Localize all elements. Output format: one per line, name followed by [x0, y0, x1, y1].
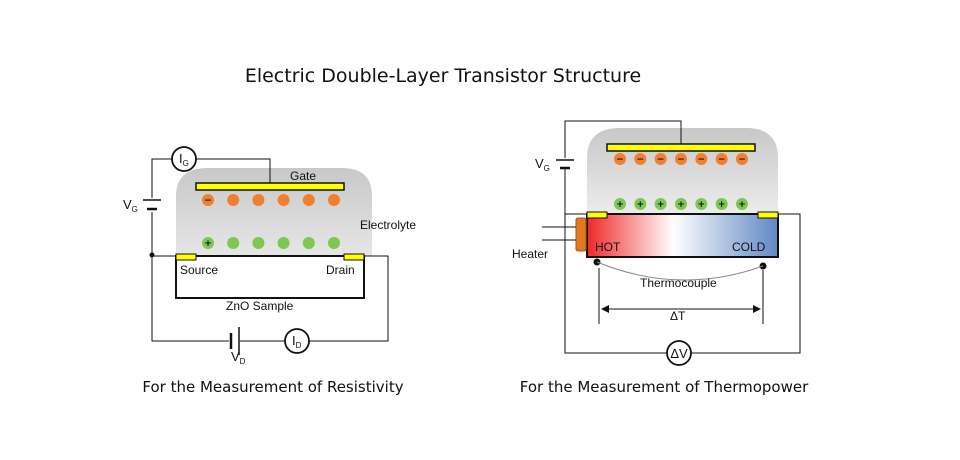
hot-electrode — [586, 211, 608, 219]
gate-electrode — [195, 182, 345, 191]
vg-label: VG — [123, 197, 138, 214]
positive-ion-sign: + — [698, 200, 706, 210]
source-electrode — [175, 253, 197, 261]
negative-ion-sign: − — [637, 155, 645, 165]
positive-ions-right: + + + + + + + — [614, 198, 748, 210]
negative-ion — [675, 153, 687, 165]
id-meter — [284, 328, 310, 354]
negative-ion — [695, 153, 708, 165]
zno-sample — [175, 255, 365, 299]
negative-ions-right: −−−−−−− — [614, 153, 748, 165]
gate-circuit-wire — [196, 158, 271, 183]
thermo-sample — [586, 213, 779, 258]
gate-label: Gate — [290, 169, 316, 183]
thermopower-diagram: − − − − − − − + + + + + + + HOT COLD Heater VG Therm… — [512, 120, 809, 396]
negative-ion-sign: − — [616, 155, 624, 165]
negative-ion — [634, 153, 647, 165]
diagram-title: Electric Double-Layer Transistor Structu… — [245, 65, 641, 87]
positive-ion — [654, 198, 667, 210]
positive-ion — [634, 198, 647, 210]
negative-ion-sign: − — [677, 155, 685, 165]
junction-dot — [149, 252, 155, 258]
positive-ion — [302, 237, 315, 249]
vd-label: VD — [231, 349, 246, 366]
positive-ion — [614, 198, 626, 210]
positive-ion-sign: + — [738, 200, 746, 210]
ig-label: IG — [179, 151, 189, 168]
heater-label: Heater — [512, 247, 548, 261]
positive-ion-sign: + — [677, 200, 685, 210]
ig-meter — [171, 146, 197, 172]
thermocouple-wire — [596, 261, 764, 281]
delta-v-meter — [666, 340, 692, 366]
negative-ion-sign: − — [718, 155, 726, 165]
negative-ion-sign: − — [204, 196, 212, 206]
thermopower-caption: For the Measurement of Thermopower — [520, 378, 809, 396]
negative-ion-sign: − — [738, 155, 746, 165]
thermocouple-label: Thermocouple — [640, 276, 717, 290]
resistivity-caption: For the Measurement of Resistivity — [142, 378, 403, 396]
gate-electrode-right — [606, 143, 756, 152]
drain-label: Drain — [326, 263, 355, 277]
positive-ion-sign: + — [637, 200, 645, 210]
resistivity-diagram: Gate − + Electrolyte Source Drain ZnO Sa… — [123, 146, 416, 396]
positive-ion-sign: + — [657, 200, 665, 210]
vg-label-right: VG — [535, 156, 550, 173]
delta-v-label: ΔV — [670, 346, 688, 361]
cold-electrode — [757, 211, 779, 219]
delta-t-label: ΔT — [670, 309, 686, 323]
positive-ion — [202, 237, 214, 249]
negative-ion — [736, 153, 748, 165]
drain-electrode — [343, 253, 365, 261]
negative-ion-sign: − — [698, 155, 706, 165]
negative-ion — [227, 194, 240, 206]
positive-ion — [695, 198, 708, 210]
positive-ion-sign: + — [616, 200, 624, 210]
negative-ion — [614, 153, 626, 165]
negative-ion-sign: − — [657, 155, 665, 165]
negative-ion — [252, 194, 265, 206]
positive-ion-sign: + — [718, 200, 726, 210]
positive-ion-sign: + — [204, 239, 212, 249]
positive-ion — [675, 198, 687, 210]
negative-ion — [654, 153, 667, 165]
electrolyte-label: Electrolyte — [360, 218, 416, 232]
positive-ion — [277, 237, 290, 249]
negative-ion — [302, 194, 315, 206]
id-label: ID — [292, 333, 302, 350]
positive-ion — [328, 237, 340, 249]
positive-ions: + — [202, 237, 340, 249]
positive-ion — [252, 237, 265, 249]
positive-ion — [227, 237, 240, 249]
negative-ion — [277, 194, 290, 206]
heater — [575, 217, 587, 252]
cold-label: COLD — [732, 240, 766, 254]
source-label: Source — [180, 263, 218, 277]
sample-label: ZnO Sample — [226, 299, 294, 313]
negative-ions: − — [202, 194, 340, 206]
negative-ion — [202, 194, 214, 206]
negative-ion — [715, 153, 728, 165]
positive-ion — [736, 198, 748, 210]
hot-label: HOT — [595, 240, 621, 254]
negative-ion — [328, 194, 340, 206]
positive-ion — [715, 198, 728, 210]
